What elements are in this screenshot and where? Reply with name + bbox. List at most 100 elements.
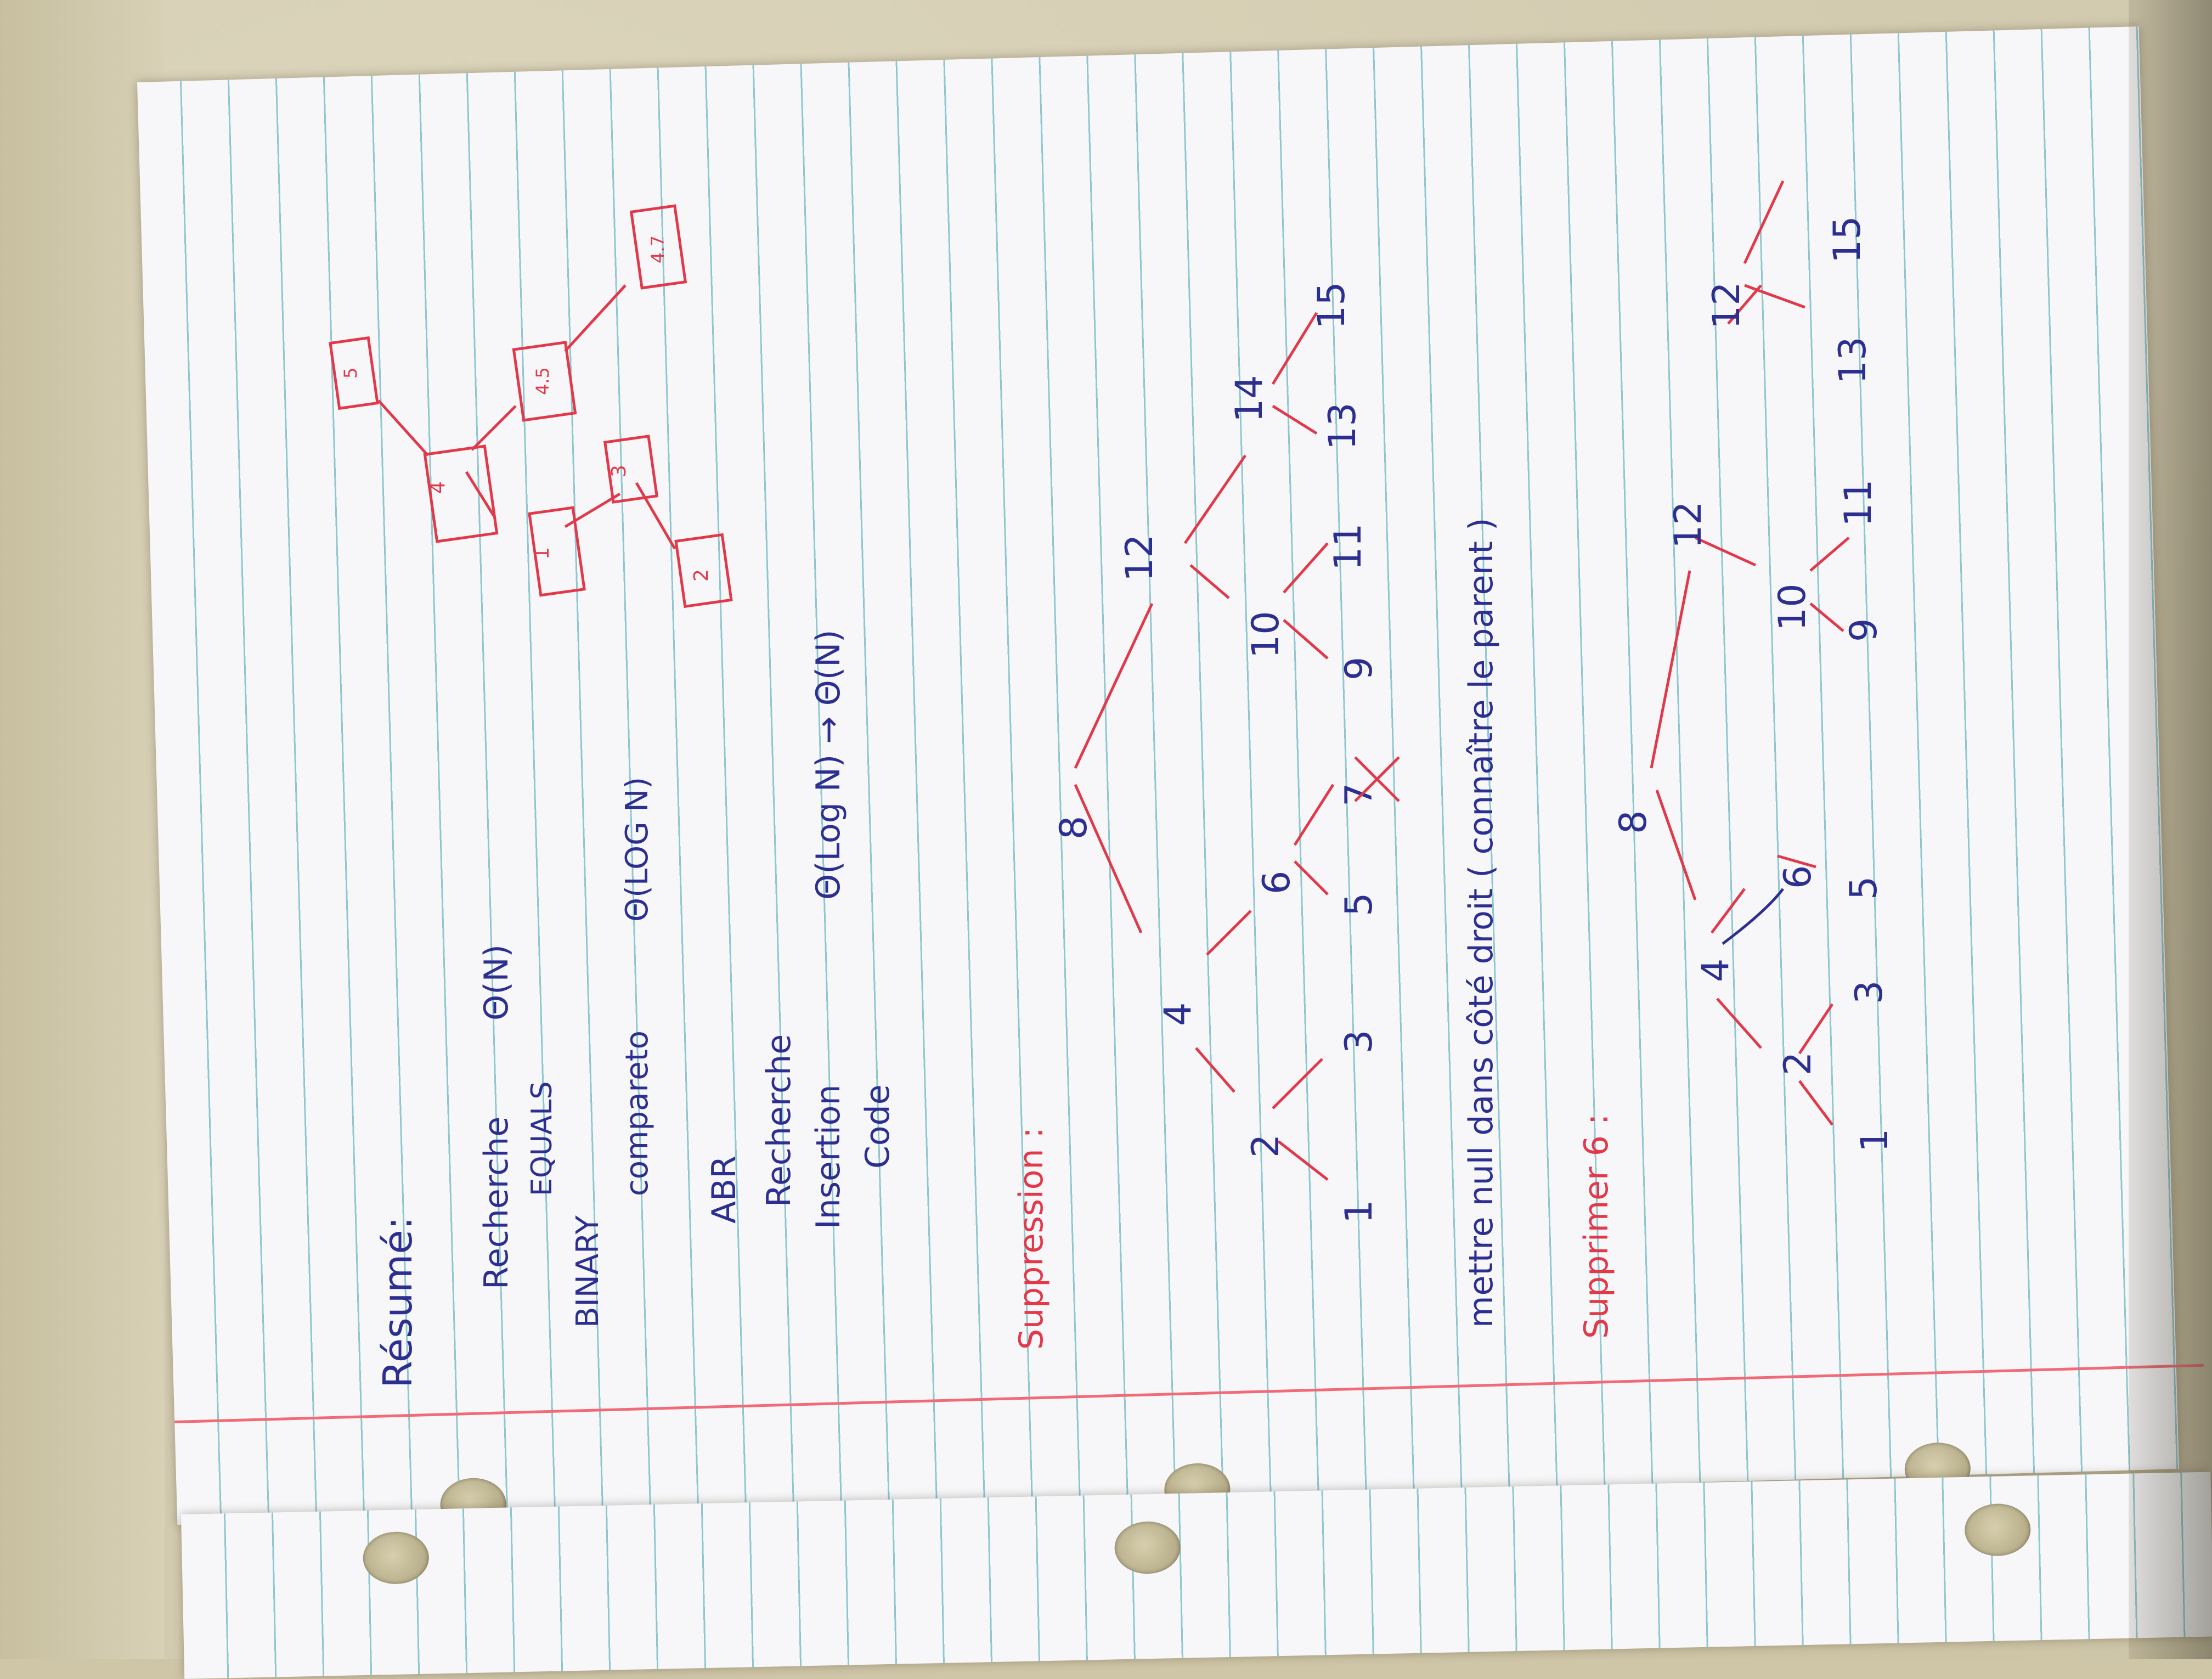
tree2-node-12-root: 12 bbox=[1667, 501, 1710, 549]
tree1-cross-mark bbox=[1354, 756, 1400, 802]
edge2-2-1 bbox=[1798, 1080, 1833, 1126]
tree2-node-6: 6 bbox=[1776, 865, 1820, 889]
list-link-1-3 bbox=[564, 492, 621, 528]
tree1-node-12: 12 bbox=[1118, 534, 1161, 582]
tree2-node-5: 5 bbox=[1842, 876, 1886, 900]
compareto-label: compareto bbox=[619, 1030, 655, 1196]
list-box-3 bbox=[603, 435, 659, 504]
list-link-4-5 bbox=[377, 399, 429, 457]
list-label-4-5: 4.5 bbox=[532, 367, 553, 395]
list-link-4-45 bbox=[471, 405, 517, 451]
tree2-node-11: 11 bbox=[1837, 479, 1880, 527]
tree2-node-15: 15 bbox=[1826, 216, 1869, 263]
list-label-1: 1 bbox=[531, 547, 554, 560]
edge-10-11 bbox=[1283, 542, 1329, 594]
tree1-node-9: 9 bbox=[1338, 657, 1381, 680]
edge2-12-12 bbox=[1727, 284, 1762, 325]
list-label-4-7: 4.7 bbox=[647, 235, 668, 263]
binary-label: BINARY bbox=[570, 1215, 606, 1328]
edge2-4-2 bbox=[1716, 998, 1762, 1049]
list-box-1 bbox=[528, 506, 586, 597]
edge-8-4 bbox=[1074, 784, 1143, 934]
tree2-node-2: 2 bbox=[1776, 1052, 1820, 1075]
tree2-node-9: 9 bbox=[1842, 618, 1886, 642]
list-box-5 bbox=[329, 336, 379, 410]
notes-text: Résumé: Recherche Θ(N) EQUALS BINARY com… bbox=[375, 518, 1616, 1388]
list-link-3-2 bbox=[635, 482, 676, 550]
edge2-12-10 bbox=[1694, 536, 1757, 567]
tree1-node-5: 5 bbox=[1338, 893, 1381, 916]
list-label-2: 2 bbox=[690, 569, 713, 582]
tree1-node-13: 13 bbox=[1321, 402, 1364, 450]
tree1-node-11: 11 bbox=[1327, 523, 1370, 571]
edge-4-6 bbox=[1206, 910, 1252, 956]
edge-4-2 bbox=[1195, 1047, 1235, 1093]
tree2-node-12: 12 bbox=[1705, 281, 1748, 329]
list-label-3: 3 bbox=[608, 465, 630, 477]
list-box-4-5 bbox=[512, 341, 577, 422]
tree2-node-13: 13 bbox=[1831, 336, 1875, 384]
abr-code: Code bbox=[859, 1084, 897, 1169]
edge2-12-15 bbox=[1743, 180, 1785, 264]
list-link-4-1 bbox=[465, 471, 495, 517]
tree2-node-3: 3 bbox=[1848, 981, 1891, 1004]
edge2-4-6 bbox=[1711, 888, 1746, 934]
edge2-10-11 bbox=[1809, 537, 1850, 572]
tree1-node-3: 3 bbox=[1338, 1030, 1381, 1053]
tree-2: 8 4 12 2 6 10 12 1 3 5 9 11 13 15 bbox=[1612, 180, 1897, 1152]
tree1-node-4: 4 bbox=[1156, 1002, 1200, 1026]
edge2-12-13 bbox=[1744, 284, 1805, 309]
edge-14-13 bbox=[1272, 404, 1318, 435]
abr-cost: Θ(Log N) → Θ(N) bbox=[809, 629, 848, 900]
edge2-8-12 bbox=[1650, 570, 1691, 769]
supprimer-6-heading: Supprimer 6 : bbox=[1577, 1114, 1616, 1339]
tree2-node-8: 8 bbox=[1612, 810, 1655, 834]
edge-8-12 bbox=[1074, 602, 1154, 769]
tree1-node-1: 1 bbox=[1338, 1200, 1381, 1224]
tree2-node-10: 10 bbox=[1771, 583, 1814, 631]
compareto-cost: Θ(LOG N) bbox=[619, 777, 655, 922]
edge-6-5 bbox=[1294, 860, 1329, 895]
list-box-4 bbox=[423, 444, 499, 543]
tree1-node-15: 15 bbox=[1310, 281, 1353, 329]
list-label-4: 4 bbox=[427, 481, 449, 494]
edge-14-15 bbox=[1271, 312, 1318, 385]
edge-12-10 bbox=[1189, 564, 1230, 599]
edge2-4-5-blue bbox=[1722, 888, 1784, 945]
edge2-10-9 bbox=[1809, 602, 1844, 632]
tree1-node-10: 10 bbox=[1244, 611, 1288, 658]
recherche-label: Recherche bbox=[477, 1117, 516, 1289]
desk-edge-shadow bbox=[2129, 0, 2212, 1659]
tree1-node-6: 6 bbox=[1255, 871, 1299, 894]
edge-10-9 bbox=[1283, 619, 1329, 660]
list-box-4-7 bbox=[629, 204, 687, 290]
list-label-5: 5 bbox=[340, 368, 361, 379]
tree1-node-14: 14 bbox=[1228, 375, 1271, 422]
tree1-node-8: 8 bbox=[1052, 816, 1096, 840]
edge-2-1 bbox=[1277, 1140, 1329, 1181]
suppression-heading: Suppression : bbox=[1012, 1127, 1051, 1350]
desk-left-area bbox=[0, 0, 165, 1659]
tree2-node-4: 4 bbox=[1694, 959, 1737, 982]
title-resume: Résumé: bbox=[375, 1216, 421, 1388]
abr-recherche: Recherche bbox=[760, 1034, 798, 1207]
recherche-cost: Θ(N) bbox=[477, 944, 516, 1021]
tree1-node-7: 7 bbox=[1338, 783, 1381, 807]
abr-insertion: Insertion bbox=[809, 1085, 848, 1230]
list-link-45-47 bbox=[564, 284, 627, 352]
edge-2-3 bbox=[1272, 1058, 1323, 1109]
mettre-null-note: mettre null dans côté droit ( connaître … bbox=[1462, 518, 1500, 1328]
edge2-2-3 bbox=[1798, 1003, 1834, 1055]
list-box-2 bbox=[674, 533, 733, 609]
edge2-8-4 bbox=[1655, 790, 1697, 900]
equals-label: EQUALS bbox=[526, 1081, 558, 1196]
tree2-node-1: 1 bbox=[1853, 1129, 1897, 1152]
list-sketch: 1 2 3 4 4.5 4.7 5 bbox=[329, 204, 733, 609]
edge2-6-5 bbox=[1777, 854, 1816, 869]
edge-12-14 bbox=[1183, 454, 1247, 544]
edge-6-7 bbox=[1293, 784, 1335, 846]
abr-label: ABR bbox=[705, 1156, 743, 1224]
tree1-node-2: 2 bbox=[1244, 1134, 1288, 1158]
